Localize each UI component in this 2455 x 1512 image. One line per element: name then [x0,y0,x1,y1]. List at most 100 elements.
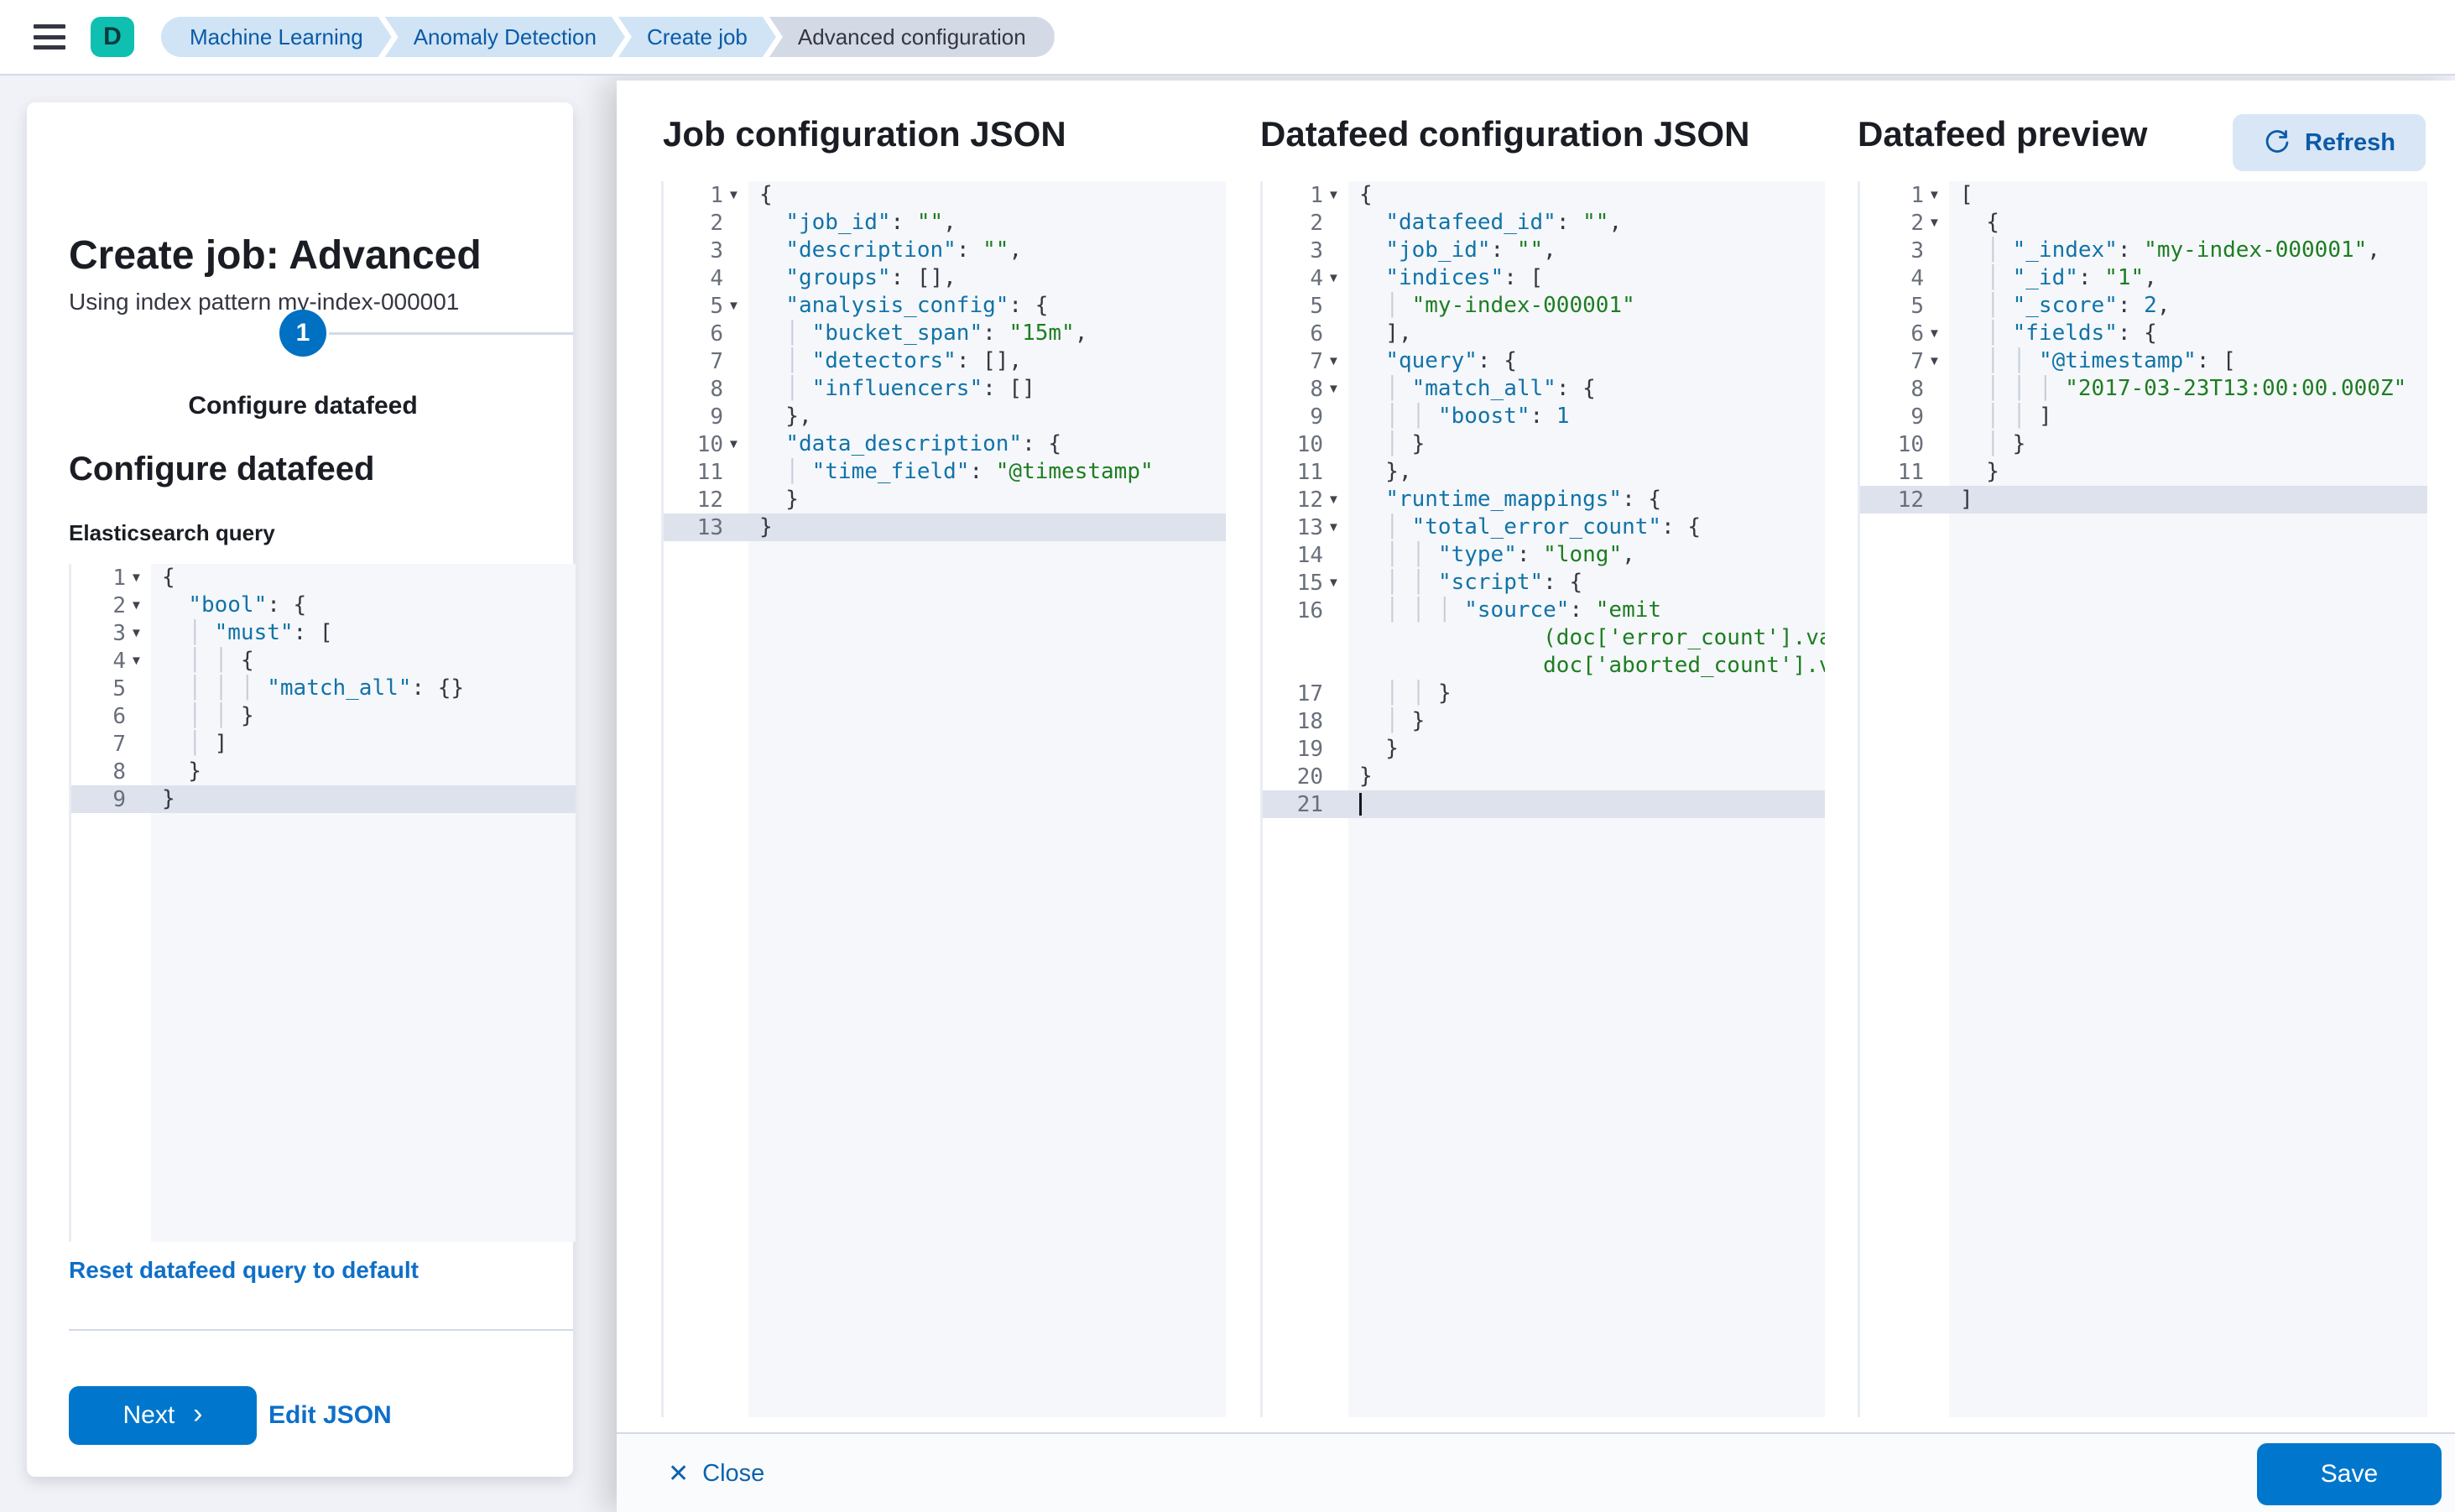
code-line: 9} [71,785,576,813]
fold-toggle-icon[interactable]: ▼ [1327,493,1340,507]
code-line: 6 │ "bucket_span": "15m", [664,320,1226,347]
code-line: 17 │ │ } [1263,680,1825,707]
fold-toggle-icon[interactable]: ▼ [727,299,740,313]
page-subtitle: Using index pattern my-index-000001 [69,289,460,315]
datafeed-configuration-editor[interactable]: 1▼{2 "datafeed_id": "",3 "job_id": "",4▼… [1260,181,1825,1417]
fold-toggle-icon[interactable]: ▼ [1928,354,1941,368]
fold-toggle-icon[interactable]: ▼ [130,626,143,640]
code-line: 16 │ │ │ "source": "emit [1263,597,1825,624]
code-line: 12▼ "runtime_mappings": { [1263,486,1825,514]
code-line: 8 } [71,758,576,785]
code-line: 21 [1263,790,1825,818]
code-line: 7▼ │ │ "@timestamp": [ [1860,347,2427,375]
configure-datafeed-heading: Configure datafeed [69,451,375,487]
chevron-right-icon: › [193,1398,203,1430]
code-line: 1▼{ [1263,181,1825,209]
fold-toggle-icon[interactable]: ▼ [1327,520,1340,534]
code-line: 5 │ "_score": 2, [1860,292,2427,320]
code-line: 8 │ "influencers": [] [664,375,1226,403]
close-button-label: Close [702,1460,765,1487]
fold-toggle-icon[interactable]: ▼ [1327,354,1340,368]
fold-toggle-icon[interactable]: ▼ [727,188,740,202]
fold-toggle-icon[interactable]: ▼ [1928,188,1941,202]
datafeed-preview-editor[interactable]: 1▼[2▼ {3 │ "_index": "my-index-000001",4… [1858,181,2427,1417]
breadcrumb-advanced-configuration: Advanced configuration [769,17,1055,57]
refresh-button[interactable]: Refresh [2233,114,2426,171]
code-line: 7▼ "query": { [1263,347,1825,375]
code-line: 3▼ │ "must": [ [71,619,576,647]
create-job-panel: Create job: Advanced Using index pattern… [27,102,576,1477]
code-line: 11 }, [1263,458,1825,486]
code-line: 4 │ "_id": "1", [1860,264,2427,292]
next-button[interactable]: Next › [69,1386,257,1445]
fold-toggle-icon[interactable]: ▼ [130,598,143,613]
code-line: 6▼ │ "fields": { [1860,320,2427,347]
code-line: 9 │ │ "boost": 1 [1263,403,1825,430]
code-line: doc['aborted_count'].value)" [1263,652,1825,680]
close-button[interactable]: ✕ Close [663,1459,769,1489]
datafeed-configuration-title: Datafeed configuration JSON [1260,114,1750,154]
fold-toggle-icon[interactable]: ▼ [130,654,143,668]
code-line: 3 "job_id": "", [1263,237,1825,264]
fold-toggle-icon[interactable]: ▼ [1327,576,1340,590]
divider [69,1329,573,1331]
fold-toggle-icon[interactable]: ▼ [1928,216,1941,230]
code-line: 6 ], [1263,320,1825,347]
elasticsearch-query-label: Elasticsearch query [69,520,275,545]
elasticsearch-query-editor[interactable]: 1▼{2▼ "bool": {3▼ │ "must": [4▼ │ │ {5 │… [69,564,576,1242]
refresh-button-label: Refresh [2305,128,2395,156]
code-line: 11 } [1860,458,2427,486]
save-button[interactable]: Save [2257,1442,2442,1505]
refresh-icon [2265,130,2289,153]
fold-toggle-icon[interactable]: ▼ [727,437,740,451]
code-line: 11 │ "time_field": "@timestamp" [664,458,1226,486]
code-line: 13▼ │ "total_error_count": { [1263,514,1825,541]
code-line: 2▼ "bool": { [71,592,576,619]
page-title: Create job: Advanced [69,233,482,278]
edit-json-link[interactable]: Edit JSON [268,1401,392,1429]
step-1-label: Configure datafeed [188,392,418,420]
space-avatar[interactable]: D [91,17,134,57]
code-line: 10 │ } [1263,430,1825,458]
code-line: 9 }, [664,403,1226,430]
editor-empty-area [1860,514,2427,1417]
code-line: 19 } [1263,735,1825,763]
code-line: 4 "groups": [], [664,264,1226,292]
top-header: D Machine Learning Anomaly Detection Cre… [0,0,2455,76]
editor-empty-area [71,813,576,1242]
breadcrumb-machine-learning[interactable]: Machine Learning [161,17,392,57]
reset-datafeed-query-link[interactable]: Reset datafeed query to default [69,1257,419,1283]
code-line: 5▼ "analysis_config": { [664,292,1226,320]
breadcrumb-anomaly-detection[interactable]: Anomaly Detection [385,17,625,57]
fold-toggle-icon[interactable]: ▼ [1327,382,1340,396]
editor-empty-area [664,541,1226,1417]
fold-toggle-icon[interactable]: ▼ [130,571,143,585]
code-line: 4▼ "indices": [ [1263,264,1825,292]
text-cursor [1359,793,1362,816]
step-progress-line [329,332,573,335]
datafeed-preview-title: Datafeed preview [1858,114,2148,154]
flyout-footer: ✕ Close Save [617,1432,2455,1512]
code-line: (doc['error_count'].value + [1263,624,1825,652]
code-line: 2 "datafeed_id": "", [1263,209,1825,237]
code-line: 18 │ } [1263,707,1825,735]
advanced-json-flyout: Job configuration JSON Datafeed configur… [617,81,2455,1512]
code-line: 7 │ ] [71,730,576,758]
code-line: 12] [1860,486,2427,514]
step-1-indicator[interactable]: 1 [279,310,326,357]
fold-toggle-icon[interactable]: ▼ [1928,326,1941,341]
code-line: 7 │ "detectors": [], [664,347,1226,375]
fold-toggle-icon[interactable]: ▼ [1327,188,1340,202]
code-line: 8 │ │ │ "2017-03-23T13:00:00.000Z" [1860,375,2427,403]
code-line: 12 } [664,486,1226,514]
code-line: 6 │ │ } [71,702,576,730]
breadcrumb-create-job[interactable]: Create job [618,17,776,57]
job-configuration-editor[interactable]: 1▼{2 "job_id": "",3 "description": "",4 … [661,181,1226,1417]
menu-icon[interactable] [34,24,65,50]
code-line: 14 │ │ "type": "long", [1263,541,1825,569]
fold-toggle-icon[interactable]: ▼ [1327,271,1340,285]
breadcrumb: Machine Learning Anomaly Detection Creat… [161,17,1055,57]
code-line: 10 │ } [1860,430,2427,458]
code-line: 5 │ "my-index-000001" [1263,292,1825,320]
